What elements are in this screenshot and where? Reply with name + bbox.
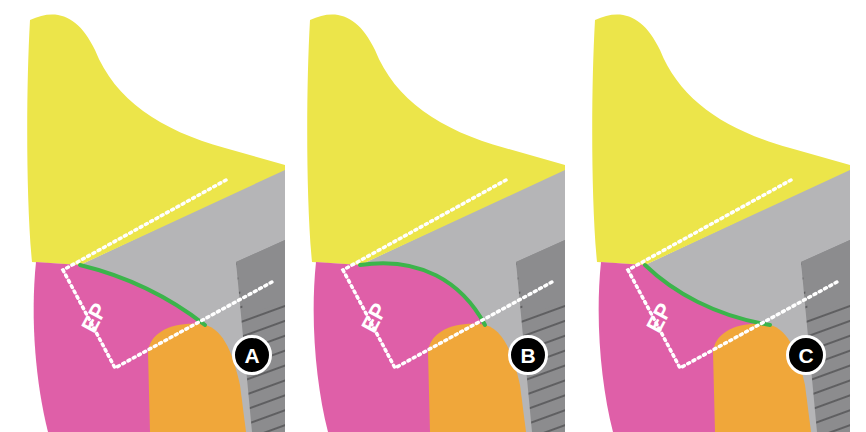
tissue-panel xyxy=(307,14,565,432)
yellow-shape xyxy=(592,14,850,265)
panel-letter: C xyxy=(798,345,813,366)
panel-letter: B xyxy=(520,345,535,366)
panel-letter: A xyxy=(244,345,259,366)
panel-badge: B xyxy=(508,335,548,375)
yellow-shape xyxy=(307,14,565,265)
panel-badge: A xyxy=(232,335,272,375)
dark-region-top xyxy=(236,240,285,318)
yellow-shape xyxy=(27,14,285,265)
panel-badge: C xyxy=(786,335,826,375)
tissue-panel xyxy=(592,14,850,432)
tissue-panel xyxy=(27,14,285,432)
orange-shape xyxy=(148,324,246,432)
orange-shape xyxy=(428,324,526,432)
dark-region-top xyxy=(801,240,850,318)
dark-region-top xyxy=(516,240,565,318)
